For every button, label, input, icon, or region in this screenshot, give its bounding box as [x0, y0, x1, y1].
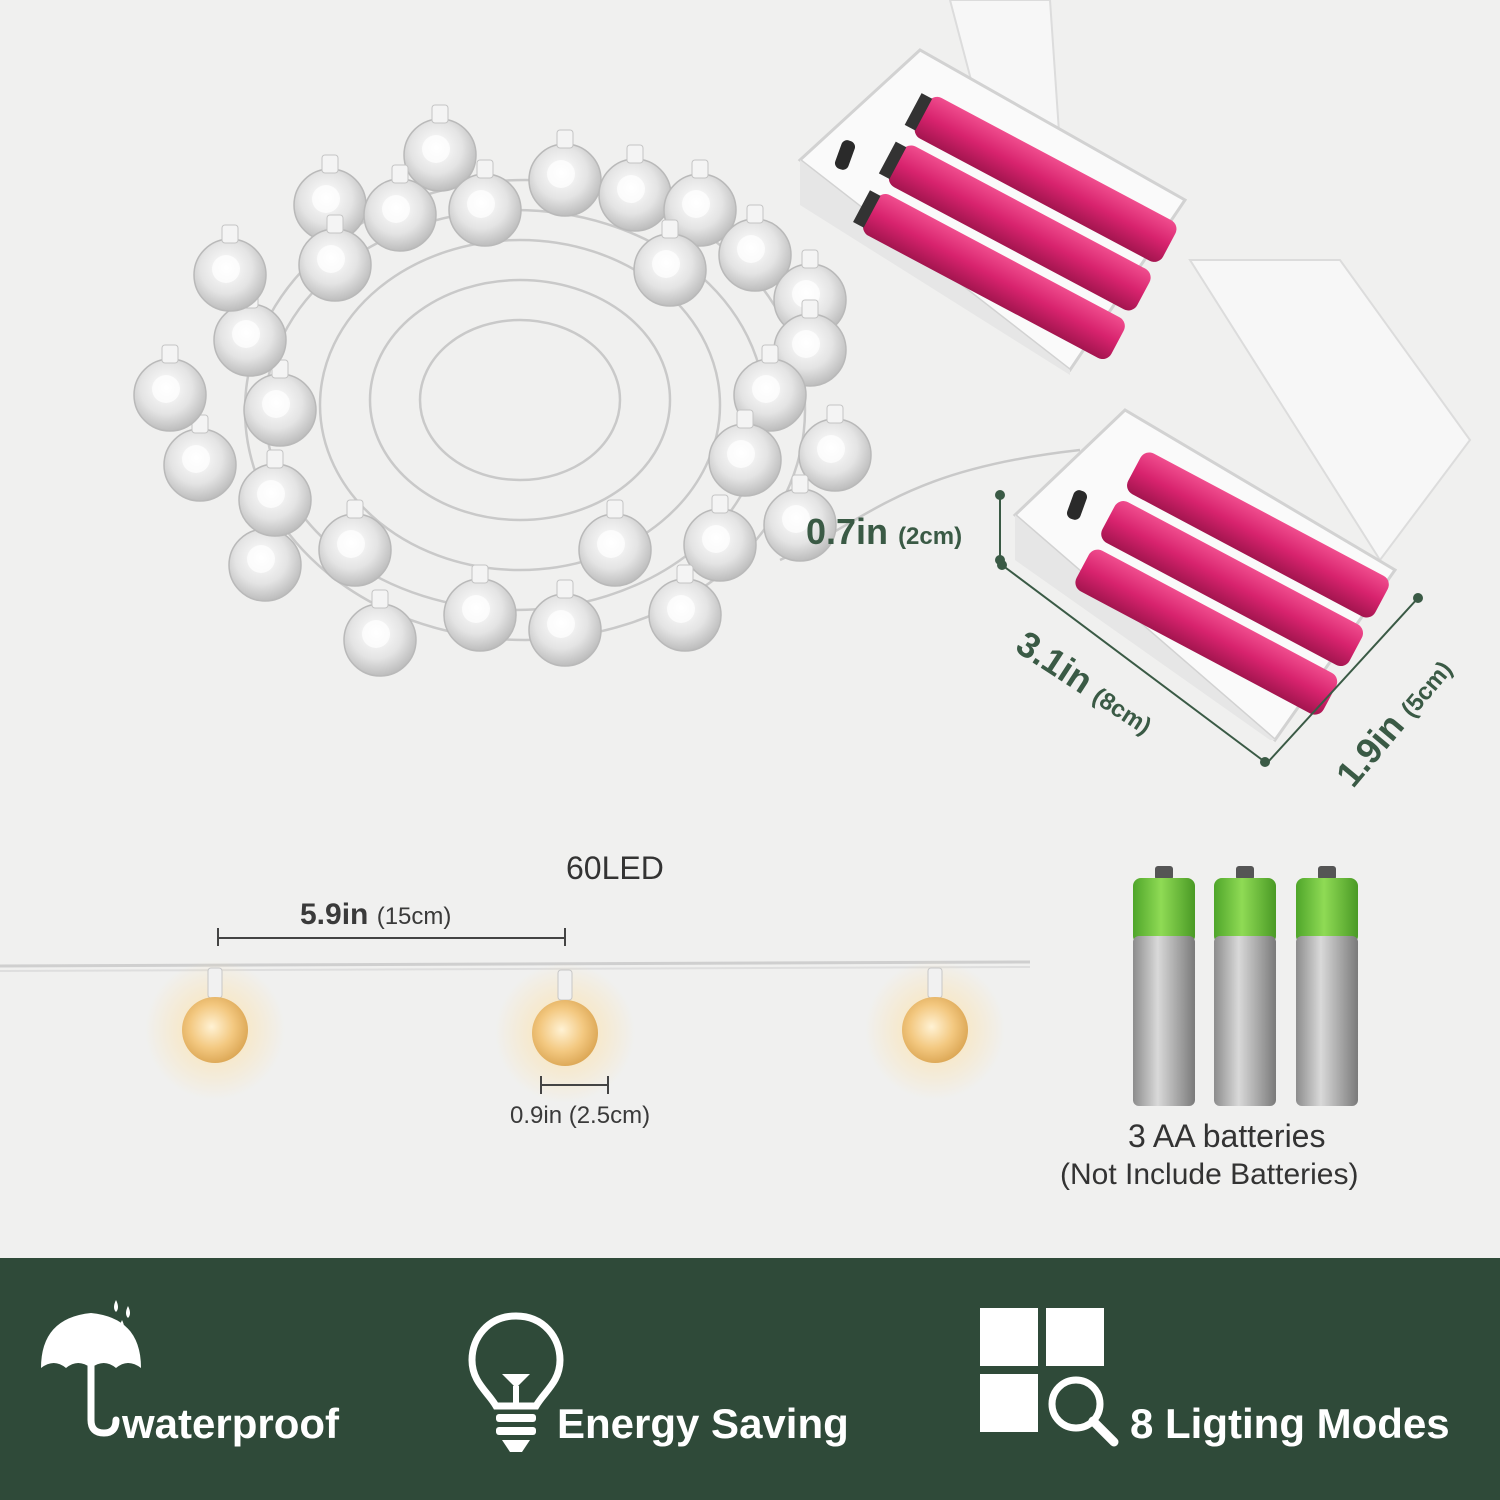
- feature-energy-saving-label: Energy Saving: [557, 1400, 849, 1447]
- bulb-diameter-label: 0.9in (2.5cm): [510, 1104, 650, 1128]
- bulb-spacing-metric: (15cm): [376, 903, 452, 930]
- bulb-diameter-metric: (2.5cm): [568, 1102, 651, 1129]
- bulb-spacing-value: 5.9in: [300, 898, 369, 931]
- battery-box-upper: [797, 0, 1188, 375]
- modes-grid-icon: [980, 1308, 1119, 1447]
- feature-lighting-modes-label: 8 Ligting Modes: [1130, 1400, 1450, 1447]
- led-count-label: 60LED: [566, 850, 664, 886]
- cable-thickness-label: 0.7in (2cm): [806, 514, 962, 550]
- feature-bar: waterproof Energy Saving 8 Ligting Modes: [0, 1258, 1500, 1500]
- battery-box-lower: [995, 259, 1472, 767]
- warm-light-string: [0, 928, 1031, 1103]
- feature-waterproof-label: waterproof: [122, 1400, 340, 1447]
- battery-note: (Not Include Batteries): [1060, 1158, 1359, 1191]
- cable-thickness-metric: (2cm): [898, 523, 963, 550]
- lightbulb-icon: [468, 1312, 564, 1452]
- bulb-diameter-value: 0.9in: [510, 1102, 563, 1129]
- bulb-spacing-label: 5.9in (15cm): [300, 900, 451, 930]
- cable-thickness-value: 0.7in: [806, 511, 889, 552]
- umbrella-icon: [41, 1300, 141, 1437]
- battery-caption: 3 AA batteries: [1128, 1118, 1326, 1154]
- aa-batteries: [1133, 866, 1358, 1106]
